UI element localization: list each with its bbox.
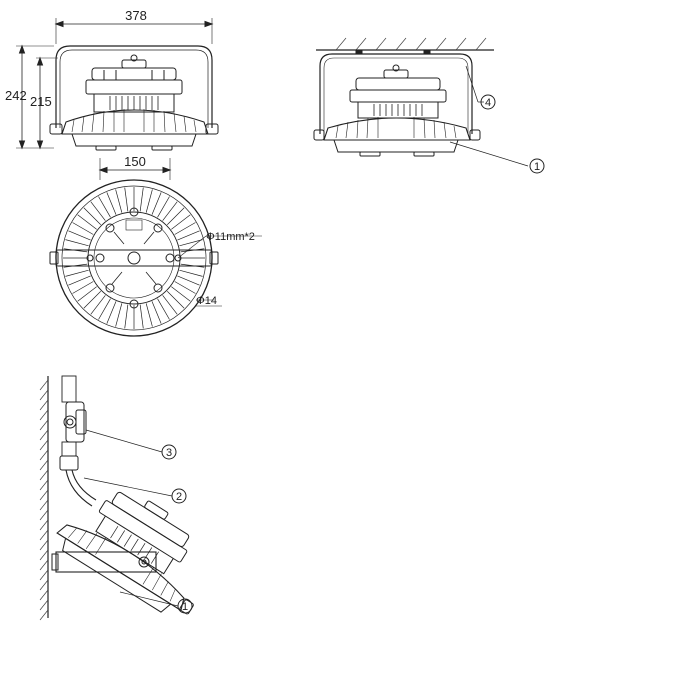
heat-sink-fin bbox=[151, 192, 162, 215]
heat-sink-fin bbox=[174, 222, 196, 235]
wall-hatch-line bbox=[39, 549, 49, 561]
callout-1-wall: 1 bbox=[182, 601, 188, 613]
heat-sink-fin bbox=[177, 230, 200, 241]
wall-mount-view: 3 2 1 bbox=[39, 375, 194, 621]
heat-sink-fin bbox=[83, 207, 102, 226]
heat-sink-fin bbox=[68, 275, 91, 286]
heat-sink-fin bbox=[72, 222, 94, 235]
heat-sink-fin bbox=[90, 295, 106, 315]
wall-hatch-line bbox=[39, 469, 49, 481]
wall-hatch-line bbox=[39, 409, 49, 421]
callout-3: 3 bbox=[166, 447, 172, 459]
heat-sink-fin bbox=[77, 286, 97, 302]
heat-sink-fin bbox=[174, 281, 196, 294]
wall-hatch-line bbox=[39, 529, 49, 541]
wall-hatch-line bbox=[39, 609, 49, 621]
heat-sink-fin bbox=[171, 286, 191, 302]
heat-sink-fin bbox=[77, 214, 97, 230]
heat-sink-fin bbox=[115, 189, 123, 213]
wall-hatch-line bbox=[39, 579, 49, 591]
wall-hatch-line bbox=[39, 489, 49, 501]
base-width-dimension: 150 bbox=[124, 154, 146, 169]
wall-hatch-line bbox=[39, 599, 49, 611]
wall-hatch-line bbox=[39, 519, 49, 531]
heat-sink-fin bbox=[115, 303, 123, 327]
overall-height-dimension: 242 bbox=[5, 88, 27, 103]
heat-sink-fin bbox=[98, 196, 111, 218]
heat-sink-fin bbox=[65, 239, 89, 247]
heat-sink-fin bbox=[166, 290, 185, 309]
wall-hatch-line bbox=[39, 449, 49, 461]
heat-sink-fin bbox=[179, 269, 203, 277]
heat-sink-fin bbox=[124, 187, 129, 212]
heat-sink-fin bbox=[72, 281, 94, 294]
tilted-fixture bbox=[56, 491, 194, 615]
heat-sink-fin bbox=[177, 275, 200, 286]
wall-hatch-line bbox=[39, 419, 49, 431]
wall-hatch-line bbox=[39, 459, 49, 471]
mounting-hole-spec: Φ11mm*2 bbox=[206, 231, 255, 243]
heat-sink-fin bbox=[106, 192, 117, 215]
width-dimension: 378 bbox=[125, 8, 147, 23]
wall-hatch-line bbox=[39, 559, 49, 571]
heat-sink-fin bbox=[65, 269, 89, 277]
heat-sink-fin bbox=[83, 290, 102, 309]
heat-sink-fin bbox=[90, 201, 106, 221]
wall-hatch-line bbox=[39, 589, 49, 601]
heat-sink-fin bbox=[145, 189, 153, 213]
wall-hatch-line bbox=[39, 509, 49, 521]
heat-sink-fin bbox=[68, 230, 91, 241]
callout-2: 2 bbox=[176, 491, 182, 503]
wall-hatch-line bbox=[39, 499, 49, 511]
heat-sink-fin bbox=[139, 187, 144, 212]
callout-4: 4 bbox=[485, 97, 491, 109]
callout-1-ceiling: 1 bbox=[534, 161, 540, 173]
heat-sink-fin bbox=[179, 239, 203, 247]
wall-hatch-line bbox=[39, 439, 49, 451]
wall-hatch-line bbox=[39, 539, 49, 551]
wall-hatch-line bbox=[39, 379, 49, 391]
wall-hatch-line bbox=[39, 399, 49, 411]
heat-sink-fin bbox=[145, 303, 153, 327]
body-height-dimension: 215 bbox=[30, 94, 52, 109]
wall-hatch-line bbox=[39, 569, 49, 581]
front-view: 378 242 215 bbox=[5, 8, 219, 151]
heat-sink-fin bbox=[98, 298, 111, 320]
heat-sink-fin bbox=[171, 214, 191, 230]
wall-hatch-line bbox=[39, 429, 49, 441]
heat-sink-fin bbox=[151, 301, 162, 324]
heat-sink-fin bbox=[124, 304, 129, 329]
ceiling-mount-view: 4 1 bbox=[313, 37, 545, 174]
heat-sink-fin bbox=[106, 301, 117, 324]
heat-sink-fin bbox=[157, 196, 170, 218]
hole-diameter-spec: Φ14 bbox=[196, 295, 217, 307]
wall-hatch-line bbox=[39, 479, 49, 491]
heat-sink-fin bbox=[139, 304, 144, 329]
wall-hatch-line bbox=[39, 389, 49, 401]
bottom-view: 150 Φ11mm*2 Φ14 bbox=[49, 154, 262, 337]
heat-sink-fin bbox=[162, 295, 178, 315]
heat-sink-fin bbox=[157, 298, 170, 320]
heat-sink-fin bbox=[162, 201, 178, 221]
heat-sink-fin bbox=[166, 207, 185, 226]
